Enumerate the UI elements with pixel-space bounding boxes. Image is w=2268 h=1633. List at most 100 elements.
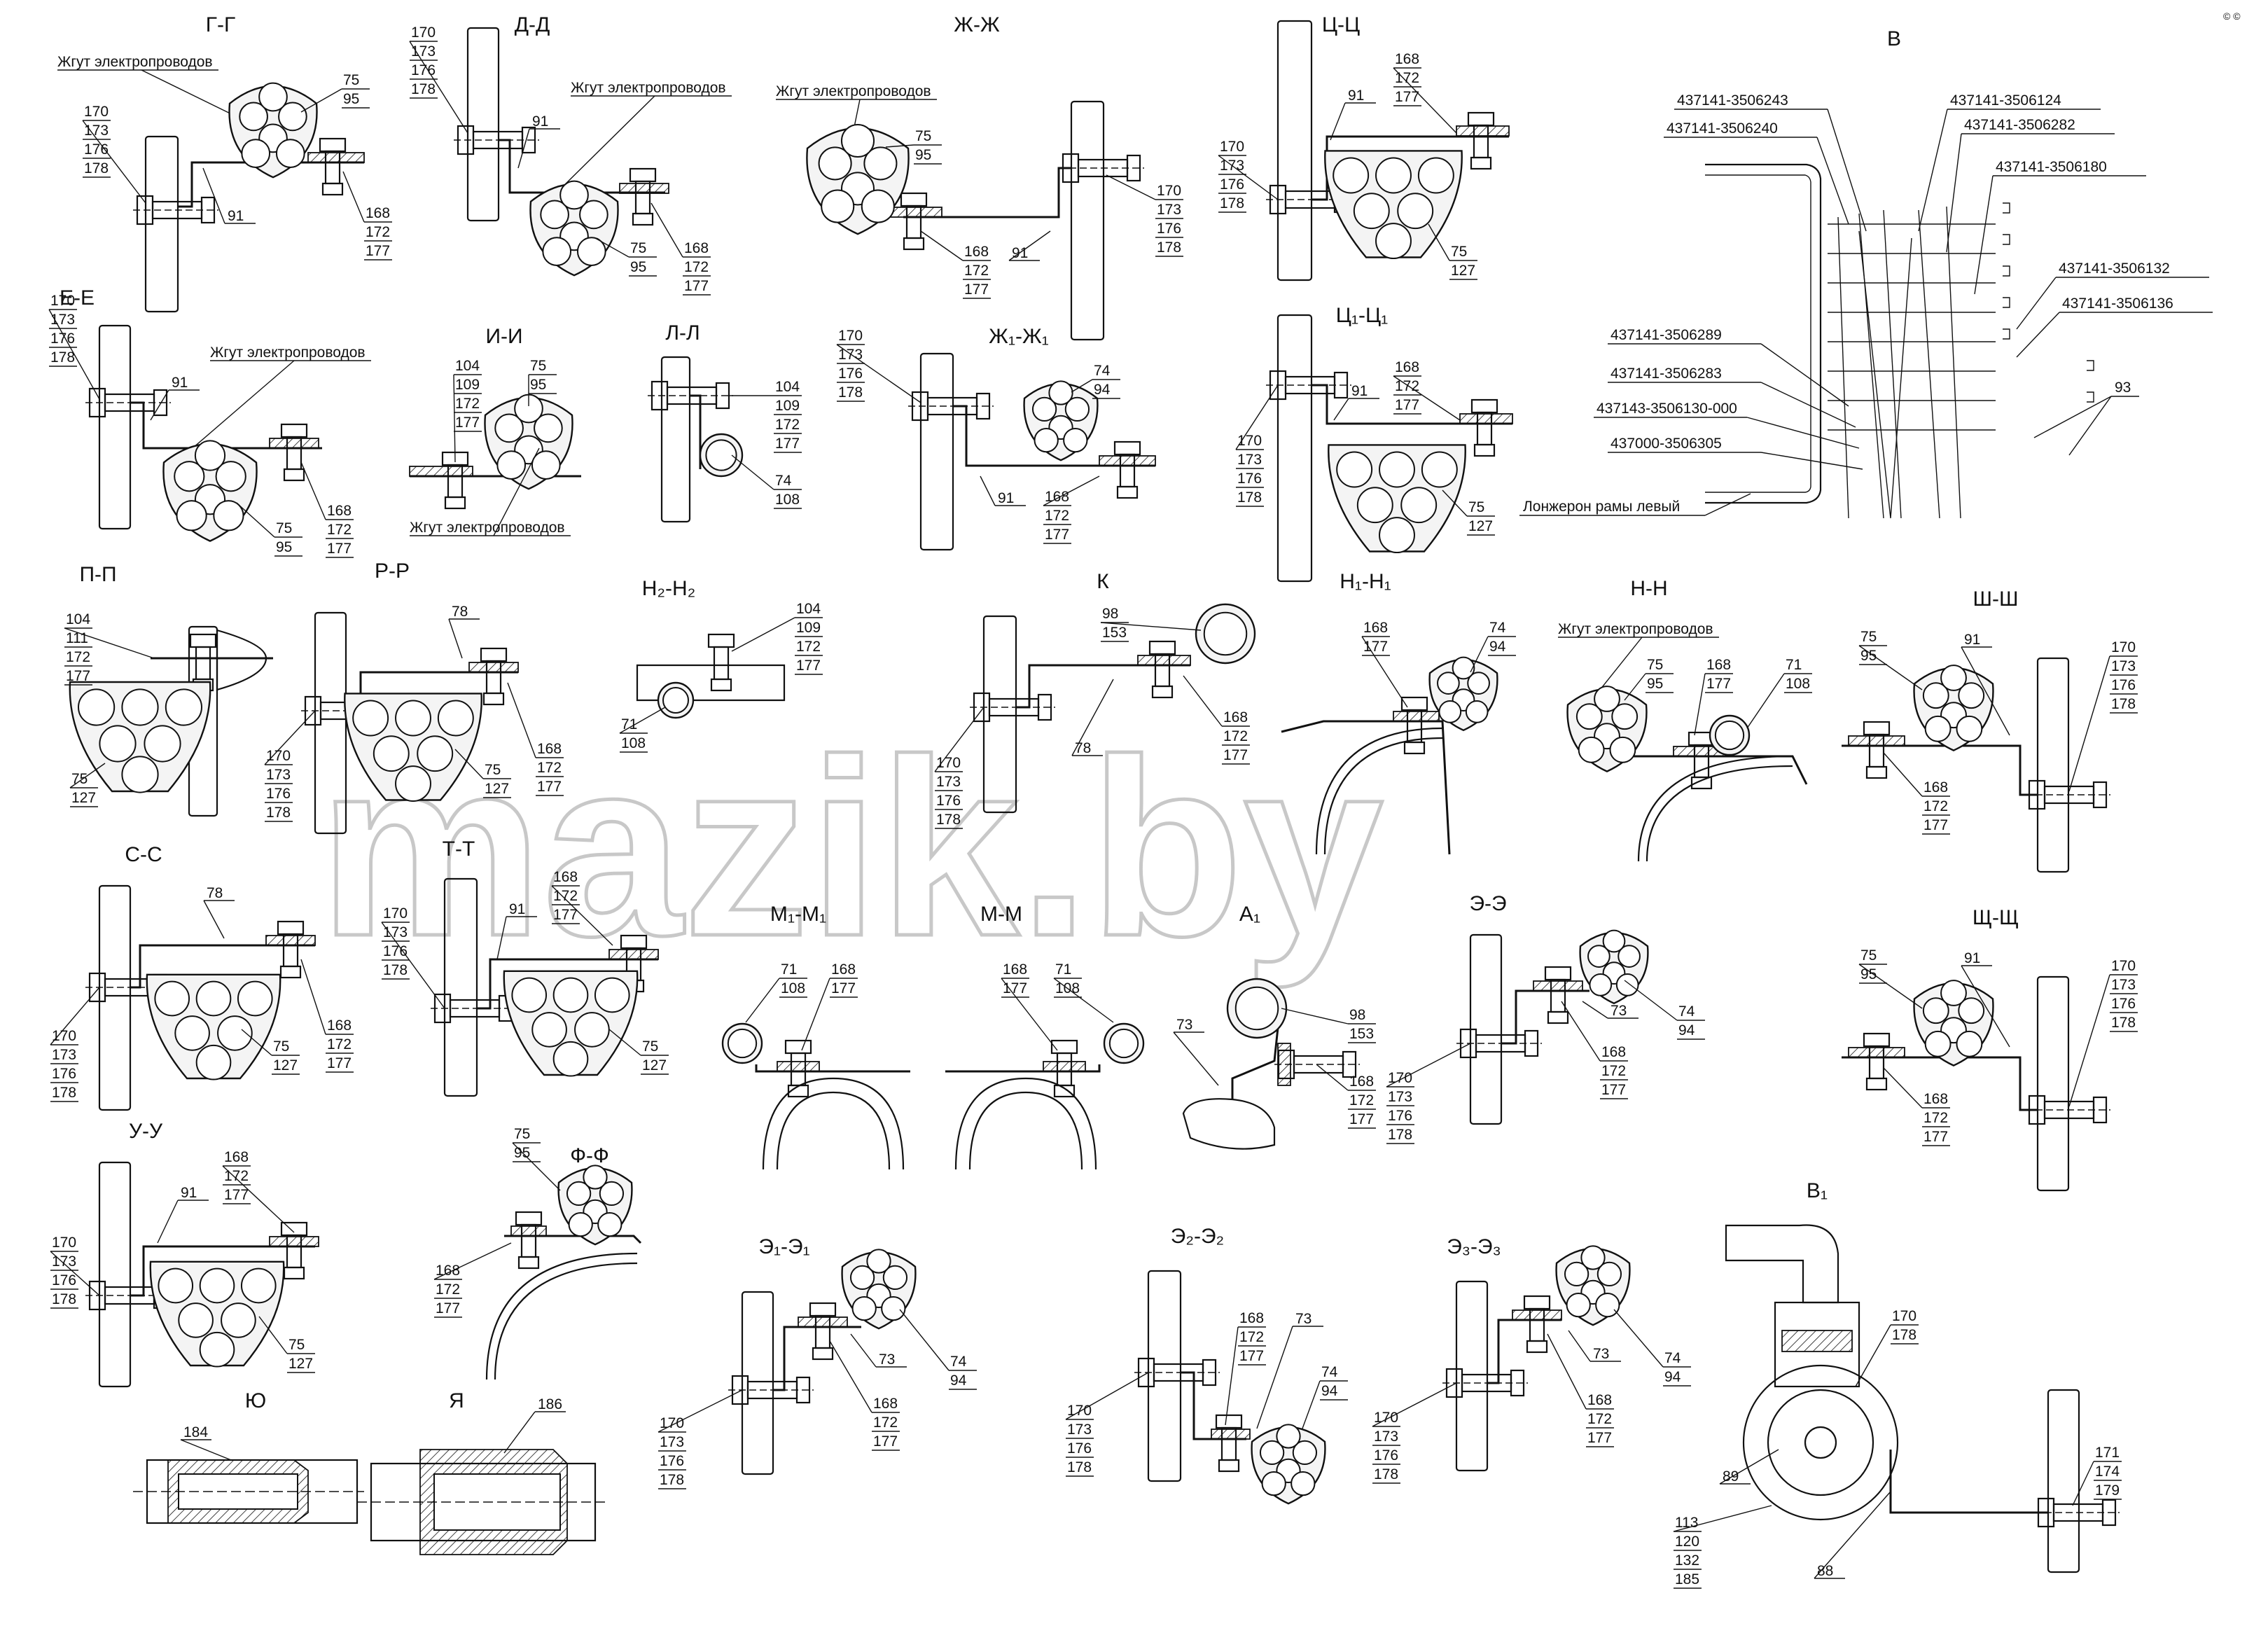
part-number-label: 437141-3506240 bbox=[1667, 120, 1778, 137]
callout-number: 91 bbox=[172, 375, 188, 391]
brake-pipe bbox=[1837, 216, 1849, 519]
bolt-icon bbox=[1544, 966, 1572, 1024]
bolt-icon bbox=[970, 692, 1055, 723]
part-number: 71 bbox=[1055, 961, 1071, 978]
part-number-label: 437143-3506130-000 bbox=[1596, 401, 1737, 417]
leader-line bbox=[1106, 174, 1156, 200]
leader-line bbox=[258, 1316, 288, 1354]
part-number: 173 bbox=[660, 1434, 684, 1450]
bolt-icon bbox=[1523, 1295, 1551, 1354]
part-number: 172 bbox=[1923, 1110, 1948, 1126]
part-number: 172 bbox=[327, 522, 352, 538]
part-number: 75 bbox=[343, 72, 359, 88]
bracket bbox=[953, 405, 1155, 467]
leader-line bbox=[1053, 978, 1114, 1023]
bolt-icon bbox=[280, 1221, 308, 1280]
harness-label: Жгут электропроводов bbox=[210, 345, 366, 361]
part-number: 172 bbox=[1349, 1092, 1374, 1109]
bracket bbox=[1281, 720, 1451, 855]
leader-line bbox=[1393, 67, 1457, 134]
bolt-icon bbox=[809, 1302, 837, 1361]
leader-line bbox=[2072, 1461, 2094, 1506]
part-number: 178 bbox=[1237, 489, 1262, 506]
pad bbox=[1848, 735, 1905, 746]
part-number: 177 bbox=[366, 243, 390, 259]
part-number: 109 bbox=[455, 377, 480, 393]
leader-line bbox=[180, 1439, 232, 1461]
part-number: 177 bbox=[1239, 1348, 1264, 1364]
cable-bundle bbox=[1023, 380, 1099, 461]
leader-line bbox=[836, 344, 921, 403]
section-title: Ю bbox=[245, 1389, 266, 1412]
bolt-icon bbox=[280, 423, 308, 482]
part-number: 168 bbox=[1003, 961, 1027, 978]
part-number: 176 bbox=[838, 366, 863, 382]
tube-clamp-icon bbox=[1226, 978, 1288, 1039]
cable-bundle bbox=[1913, 665, 1994, 751]
part-number: 176 bbox=[266, 786, 291, 802]
section-title: П-П bbox=[79, 563, 116, 586]
part-number: 177 bbox=[1601, 1082, 1626, 1098]
pad bbox=[1533, 980, 1583, 992]
part-number-label: 437141-3506136 bbox=[2062, 296, 2173, 312]
bolt-icon bbox=[1400, 696, 1428, 755]
callout-number: 91 bbox=[1351, 383, 1368, 399]
part-number: 176 bbox=[52, 1066, 76, 1082]
cable-bundle bbox=[1328, 444, 1466, 554]
wheel-arch bbox=[762, 1077, 905, 1170]
part-number: 74 bbox=[950, 1354, 967, 1370]
frame-post bbox=[919, 352, 954, 551]
cable-bundle bbox=[228, 82, 318, 179]
part-number: 178 bbox=[936, 812, 961, 828]
pad bbox=[608, 949, 659, 960]
callout-number: 91 bbox=[181, 1185, 197, 1201]
leader-line bbox=[885, 144, 914, 148]
harness-label: Жгут электропроводов bbox=[57, 54, 213, 70]
section-title: Ж-Ж bbox=[954, 13, 1000, 36]
leader-line bbox=[1225, 1326, 1239, 1426]
part-number: 177 bbox=[1587, 1430, 1612, 1446]
leader-line bbox=[1613, 1309, 1664, 1368]
part-number: 176 bbox=[936, 793, 961, 809]
part-number: 74 bbox=[1664, 1350, 1681, 1366]
part-number: 172 bbox=[1223, 728, 1248, 744]
section-title: У-У bbox=[129, 1120, 163, 1143]
section-title: Н₂-Н₂ bbox=[642, 577, 696, 600]
part-number: 176 bbox=[1237, 471, 1262, 487]
part-number-label: 437141-3506289 bbox=[1610, 327, 1722, 343]
part-number: 173 bbox=[1237, 452, 1262, 468]
leader-line bbox=[2016, 277, 2057, 330]
part-number: 172 bbox=[366, 224, 390, 240]
pad bbox=[619, 183, 669, 194]
section-title: Щ-Щ bbox=[1973, 906, 2019, 929]
leader-line bbox=[829, 1340, 872, 1413]
section-title: Ж₁-Ж₁ bbox=[989, 325, 1049, 348]
part-number: 94 bbox=[1678, 1022, 1695, 1038]
part-number: 176 bbox=[2111, 677, 2136, 693]
bolt-icon bbox=[1456, 1028, 1542, 1059]
part-number: 172 bbox=[1587, 1411, 1612, 1427]
bracket bbox=[1889, 1450, 2048, 1514]
leader-line bbox=[496, 916, 507, 960]
